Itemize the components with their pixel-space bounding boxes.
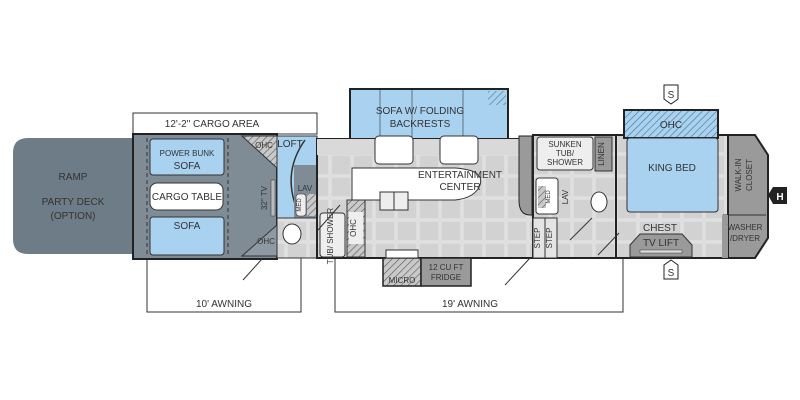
sofa-slide-label-2: BACKRESTS (390, 119, 451, 130)
lav-rear-label: LAV (561, 189, 570, 204)
ohc-bed-label: OHC (660, 120, 682, 131)
cargo-area-label: 12'-2" CARGO AREA (165, 119, 260, 130)
ramp[interactable] (13, 138, 133, 254)
lav-front-label: LAV (298, 184, 313, 193)
linen-label: LINEN (597, 142, 606, 166)
closet-label-2: CLOSET (745, 159, 754, 191)
sunken-label-3: SHOWER (547, 158, 583, 167)
tv-32 (270, 179, 276, 217)
ramp-label: RAMP (59, 172, 88, 183)
micro-label: MICRO (389, 276, 416, 285)
tv-label: 32" TV (260, 185, 269, 210)
toilet-front (282, 223, 302, 245)
step-2 (544, 217, 558, 259)
step-2-label: STEP (545, 228, 554, 249)
med-rear-label: MED (546, 190, 552, 204)
king-bed[interactable] (626, 137, 719, 213)
microwave[interactable] (382, 257, 422, 287)
fridge-label-1: 12 CU FT (429, 263, 464, 272)
entertainment-label-2: CENTER (439, 182, 480, 193)
stabilizer-bottom (663, 259, 679, 280)
ohc-cargo-top-label: OHC (255, 141, 273, 150)
ohc-kitchen-label: OHC (349, 219, 358, 237)
toilet-rear (590, 191, 608, 213)
closet-label-1: WALK-IN (734, 158, 743, 191)
stabilizer-top (663, 84, 679, 105)
washer-label-2: /DRYER (730, 234, 760, 243)
sofa-slide-out[interactable] (349, 88, 509, 140)
tv-lift-label: TV LIFT (643, 238, 679, 249)
sofa-slide-label-1: SOFA W/ FOLDING (376, 106, 465, 117)
step-1-label: STEP (533, 228, 542, 249)
loft-label: LOFT (277, 139, 303, 150)
awning-10 (146, 257, 302, 313)
med-cabinet-front (295, 193, 307, 217)
linen-cabinet[interactable] (594, 136, 613, 172)
lower-sofa-label: SOFA (174, 221, 201, 232)
power-bunk-sofa[interactable] (149, 138, 225, 176)
chair-right[interactable] (439, 135, 479, 165)
med-front-label: MED (297, 198, 303, 212)
entertainment-center[interactable] (518, 135, 533, 216)
party-deck-option-label: (OPTION) (51, 211, 96, 222)
sunken-label-1: SUNKEN (548, 140, 582, 149)
chair-left[interactable] (374, 135, 414, 165)
awning-10-label: 10' AWNING (196, 299, 252, 310)
cargo-table[interactable] (149, 182, 224, 211)
tub-shower-label: TUB/ SHOWER (326, 208, 335, 265)
ohc-cargo-bottom-label: OHC (257, 237, 275, 246)
fridge-label-2: FRIDGE (431, 273, 461, 282)
lower-sofa[interactable] (149, 216, 225, 256)
entertainment-label-1: ENTERTAINMENT (418, 170, 502, 181)
fridge[interactable] (420, 257, 472, 287)
front-bath (276, 217, 318, 259)
sunken-tub-shower[interactable] (536, 136, 594, 171)
stabilizer-bottom-label: S (668, 268, 675, 279)
king-bed-label: KING BED (648, 163, 696, 174)
power-bunk-label: POWER BUNK (160, 149, 215, 158)
hitch-badge (768, 187, 787, 204)
awning-19-label: 19' AWNING (442, 299, 498, 310)
power-bunk-sofa-label: SOFA (174, 161, 201, 172)
stabilizer-top-label: S (668, 90, 675, 101)
chest-label: CHEST (643, 223, 677, 234)
washer-label-1: WASHER (728, 223, 763, 232)
party-deck-label: PARTY DECK (42, 197, 105, 208)
ohc-bed (623, 109, 719, 139)
hitch-label: H (776, 192, 783, 203)
cargo-table-label: CARGO TABLE (152, 192, 223, 203)
sunken-label-2: TUB/ (556, 149, 575, 158)
